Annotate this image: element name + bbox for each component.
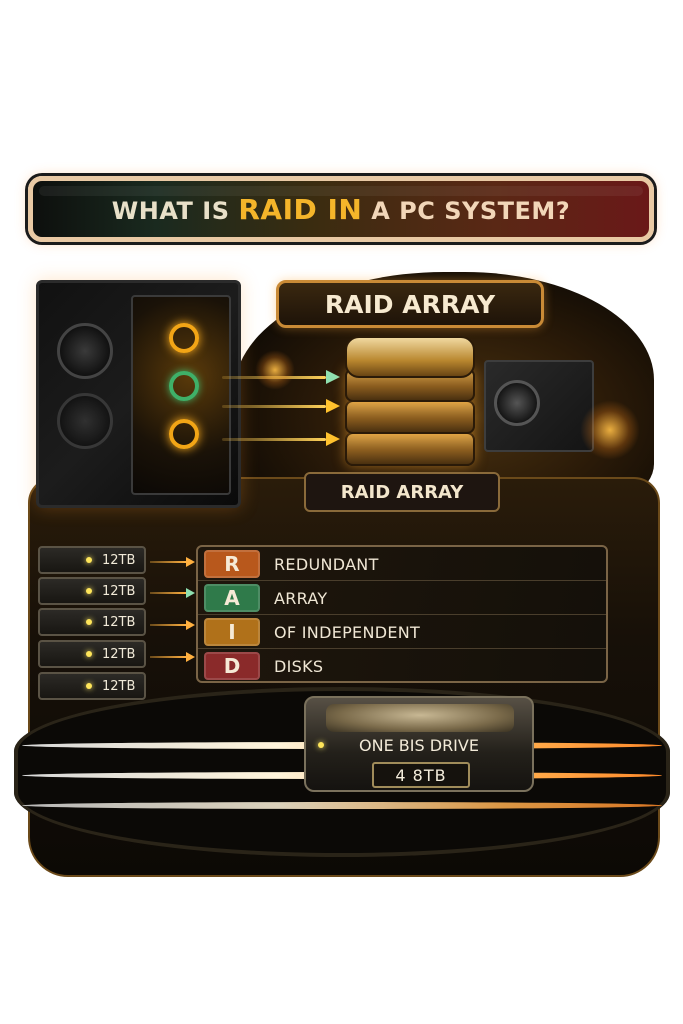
title-suffix: A PC SYSTEM? [362, 196, 571, 225]
arrow-head-icon [186, 557, 195, 567]
disk-led-icon [86, 651, 92, 657]
motherboard-icon [484, 360, 594, 452]
disk-arrow [150, 561, 186, 563]
acronym-word: DISKS [274, 656, 324, 676]
gpu-fan-icon [494, 380, 540, 426]
arrow-head-icon [326, 370, 340, 384]
disk-led-icon [86, 683, 92, 689]
led-fan-icon [169, 419, 199, 449]
big-drive-capacity: 4 8TB [372, 762, 470, 788]
disk-item: 12TB [38, 608, 146, 636]
disk-capacity: 12TB [102, 678, 136, 694]
page-title: WHAT IS RAID IN A PC SYSTEM? [112, 193, 570, 226]
title-highlight: RAID IN [238, 192, 363, 226]
tower-glass-panel [131, 295, 231, 495]
disk-led-icon [86, 588, 92, 594]
raid-stack-layer [345, 400, 475, 434]
arrow-head-icon [186, 652, 195, 662]
pc-tower-icon [36, 280, 241, 508]
raid-stack-icon [345, 336, 475, 378]
disk-item: 12TB [38, 577, 146, 605]
arrow-head-icon [326, 399, 340, 413]
acronym-word: OF INDEPENDENT [274, 622, 421, 642]
glow-effect [580, 400, 640, 460]
raid-array-title: RAID ARRAY [276, 280, 544, 328]
data-arrow [222, 438, 326, 441]
glow-effect [255, 350, 295, 390]
acronym-letter: A [204, 584, 260, 612]
acronym-row: R REDUNDANT [198, 547, 606, 581]
hard-drive-icon: ONE BIS DRIVE 4 8TB [304, 696, 534, 792]
acronym-word: REDUNDANT [274, 554, 379, 574]
big-drive-label: ONE BIS DRIVE [359, 735, 479, 755]
arrow-head-icon [186, 620, 195, 630]
acronym-row: I OF INDEPENDENT [198, 615, 606, 649]
raid-array-caption: RAID ARRAY [304, 472, 500, 512]
disk-led-icon [86, 557, 92, 563]
title-banner: WHAT IS RAID IN A PC SYSTEM? [28, 176, 654, 242]
front-fan-icon [57, 323, 113, 379]
disk-capacity: 12TB [102, 614, 136, 630]
led-fan-icon [169, 323, 199, 353]
disk-arrow [150, 656, 186, 658]
rim-stripe-lower [22, 802, 662, 809]
acronym-letter: I [204, 618, 260, 646]
drive-led-icon [318, 742, 324, 748]
disk-arrow [150, 592, 186, 594]
raid-stack-layer [345, 432, 475, 466]
arrow-head-icon [186, 588, 195, 598]
disk-led-icon [86, 619, 92, 625]
acronym-word: ARRAY [274, 588, 328, 608]
data-arrow [222, 405, 326, 408]
disk-capacity: 12TB [102, 583, 136, 599]
disk-arrow [150, 624, 186, 626]
disk-item: 12TB [38, 640, 146, 668]
led-fan-icon [169, 371, 199, 401]
front-fan-icon [57, 393, 113, 449]
title-prefix: WHAT IS [111, 196, 239, 225]
disk-capacity: 12TB [102, 552, 136, 568]
acronym-letter: R [204, 550, 260, 578]
disk-item: 12TB [38, 546, 146, 574]
drive-top-surface [326, 704, 514, 732]
disk-capacity: 12TB [102, 646, 136, 662]
arrow-head-icon [326, 432, 340, 446]
disk-item: 12TB [38, 672, 146, 700]
acronym-row: D DISKS [198, 649, 606, 683]
raid-acronym-table: R REDUNDANT A ARRAY I OF INDEPENDENT D D… [196, 545, 608, 683]
acronym-letter: D [204, 652, 260, 680]
acronym-row: A ARRAY [198, 581, 606, 615]
